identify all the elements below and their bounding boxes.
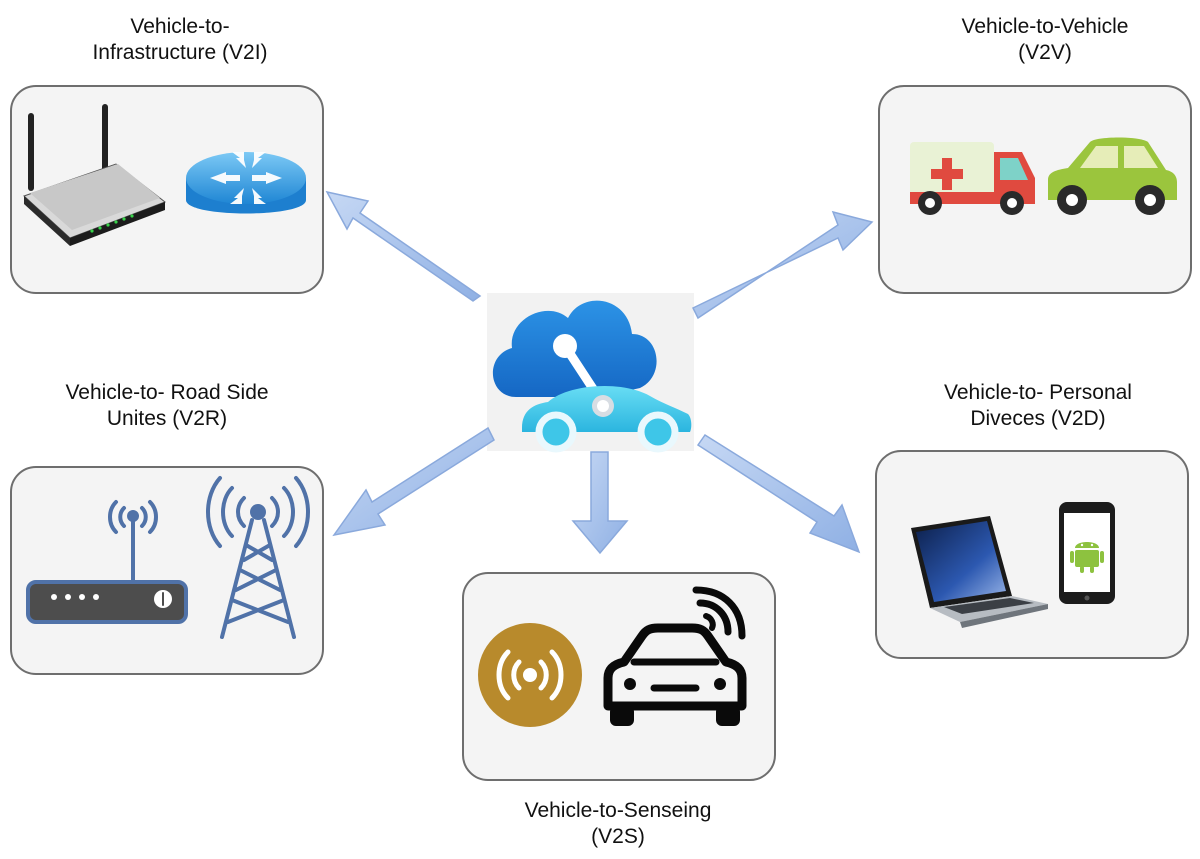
modem-icon [26, 500, 188, 624]
label-v2i: Vehicle-to- Infrastructure (V2I) [40, 14, 320, 66]
ambulance-icon [910, 142, 1035, 215]
label-v2s: Vehicle-to-Senseing (V2S) [478, 798, 758, 850]
network-router-icon [186, 152, 306, 214]
label-v2r-line2: Unites (V2R) [106, 407, 228, 430]
label-v2d-line2: Diveces (V2D) [970, 407, 1106, 430]
arrow-to-v2i [325, 190, 482, 302]
label-v2r-line1: Vehicle-to- Road Side [65, 381, 269, 404]
arrow-to-v2s [571, 451, 629, 555]
label-v2r: Vehicle-to- Road Side Unites (V2R) [27, 380, 307, 432]
label-v2v-line1: Vehicle-to-Vehicle [961, 15, 1129, 38]
label-v2s-line2: (V2S) [591, 825, 645, 848]
label-v2d-line1: Vehicle-to- Personal [944, 381, 1132, 404]
label-v2v-line2: (V2V) [1018, 41, 1072, 64]
cloud-connected-car-icon [492, 300, 692, 453]
sensor-icon [478, 623, 582, 727]
label-v2d: Vehicle-to- Personal Diveces (V2D) [898, 380, 1178, 432]
cell-tower-icon [206, 476, 310, 639]
wifi-router-icon [23, 104, 167, 246]
label-v2v: Vehicle-to-Vehicle (V2V) [905, 14, 1185, 66]
arrow-to-v2v [691, 210, 874, 320]
label-v2i-line1: Vehicle-to- [130, 15, 230, 38]
arrow-to-v2d [696, 433, 861, 554]
label-v2i-line2: Infrastructure (V2I) [92, 41, 268, 64]
connected-car-icon [603, 586, 747, 726]
box-v2r [10, 466, 324, 675]
car-icon [1048, 137, 1177, 215]
laptop-icon [911, 516, 1048, 628]
label-v2s-line1: Vehicle-to-Senseing [524, 799, 712, 822]
android-phone-icon [1059, 502, 1115, 604]
arrow-to-v2r [332, 426, 495, 537]
